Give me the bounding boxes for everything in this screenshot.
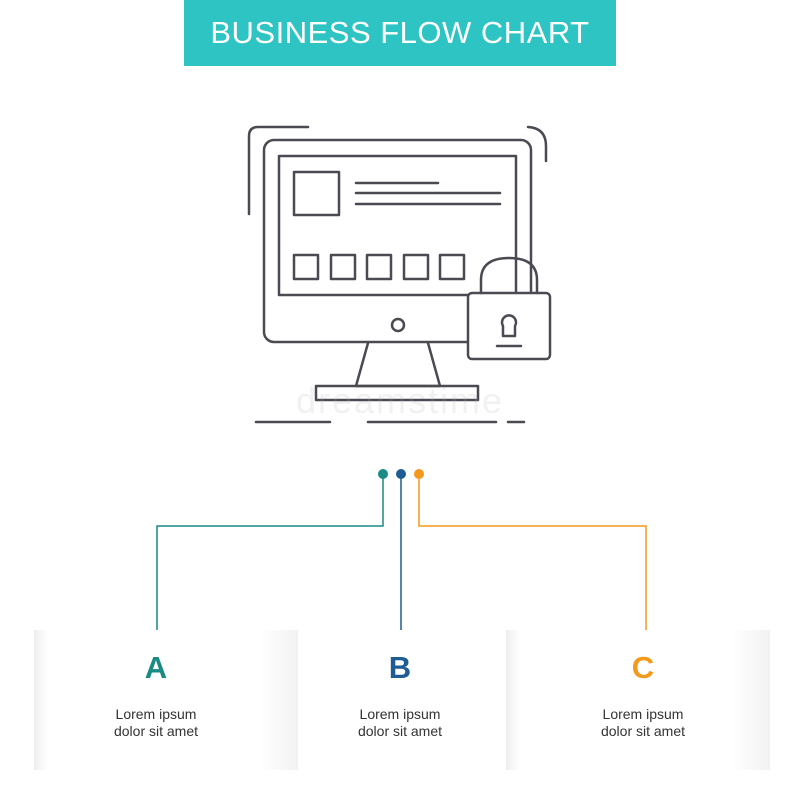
connector-c bbox=[418, 474, 647, 634]
square-icon bbox=[438, 253, 466, 281]
step-text-a-line1: Lorem ipsum bbox=[115, 706, 197, 722]
watermark: dreamstime bbox=[295, 380, 505, 421]
step-panel-b bbox=[299, 630, 504, 770]
padlock-shackle bbox=[479, 256, 539, 295]
image-placeholder-icon bbox=[292, 170, 341, 217]
page-title: BUSINESS FLOW CHART bbox=[210, 15, 590, 50]
dot-c-icon bbox=[414, 469, 424, 479]
bracket-right-icon bbox=[526, 125, 548, 163]
dot-b-icon bbox=[396, 469, 406, 479]
square-icon bbox=[292, 253, 320, 281]
step-text-a-line2: dolor sit amet bbox=[113, 723, 199, 739]
step-letter-b: B bbox=[388, 650, 412, 685]
dot-a-icon bbox=[378, 469, 388, 479]
step-letter-c: C bbox=[631, 650, 655, 685]
monitor-frame bbox=[262, 138, 533, 344]
keyhole-icon bbox=[500, 314, 518, 338]
step-text-c: Lorem ipsum dolor sit amet bbox=[553, 706, 733, 740]
step-text-c-line1: Lorem ipsum bbox=[602, 706, 684, 722]
step-text-b: Lorem ipsum dolor sit amet bbox=[310, 706, 490, 740]
padlock-body bbox=[466, 291, 552, 361]
step-text-c-line2: dolor sit amet bbox=[600, 723, 686, 739]
connector-a bbox=[156, 474, 384, 634]
bracket-left-icon bbox=[247, 125, 310, 216]
step-letter-a: A bbox=[144, 650, 168, 685]
step-panel-a bbox=[34, 630, 298, 770]
square-icon bbox=[365, 253, 393, 281]
title-banner: BUSINESS FLOW CHART bbox=[184, 0, 616, 66]
monitor-base bbox=[314, 384, 480, 402]
step-text-b-line2: dolor sit amet bbox=[357, 723, 443, 739]
step-text-b-line1: Lorem ipsum bbox=[359, 706, 441, 722]
square-icon bbox=[402, 253, 430, 281]
monitor-with-padlock-icon bbox=[247, 125, 552, 424]
step-panel-c bbox=[506, 630, 770, 770]
power-button-icon bbox=[390, 317, 406, 333]
step-text-a: Lorem ipsum dolor sit amet bbox=[66, 706, 246, 740]
square-icon bbox=[329, 253, 357, 281]
monitor-screen bbox=[277, 154, 518, 297]
